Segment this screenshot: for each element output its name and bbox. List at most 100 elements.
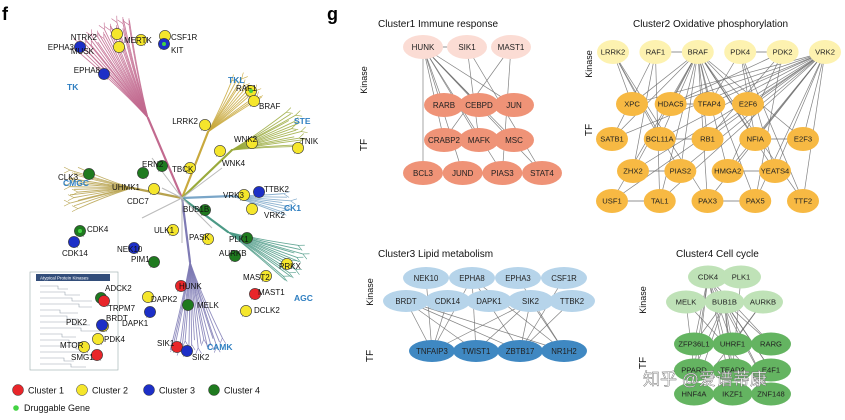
node-c4-tf-e4f1 — [751, 358, 791, 382]
kinase-dot-dclk2 — [240, 305, 252, 317]
node-label-c3-zbtb17: ZBTB17 — [506, 347, 535, 356]
kinase-dot-plk1 — [241, 232, 253, 244]
node-label-c3-nr1h2: NR1H2 — [551, 347, 577, 356]
kinase-label-cdk14: CDK14 — [62, 249, 88, 258]
kinase-label-adck2: ADCK2 — [105, 284, 132, 293]
legend-label-cluster-3: Cluster 3 — [159, 386, 195, 396]
kinase-label-brdt: BRDT — [106, 314, 128, 323]
node-c1-tf-jun — [494, 93, 534, 117]
node-c4-tf-zfp36l1 — [674, 332, 714, 356]
kinase-dot-vrk2 — [246, 203, 258, 215]
node-label-c4-zfp36l1: ZFP36L1 — [678, 340, 709, 349]
node-c2-tf-nfia — [739, 127, 772, 151]
node-label-c1-rarb: RARB — [433, 101, 455, 110]
legend-swatch-cluster-3 — [143, 384, 155, 396]
node-c4-tf-ikzf1 — [712, 382, 753, 406]
node-label-c1-crabp2: CRABP2 — [428, 136, 461, 145]
kinase-axis-label-c3: Kinase — [365, 278, 375, 306]
node-label-c3-twist1: TWIST1 — [462, 347, 491, 356]
kinase-dot-pim1 — [148, 256, 160, 268]
family-label-camk: CAMK — [207, 342, 233, 352]
node-c2-tf-e2f6 — [732, 92, 764, 116]
kinase-label-mtor: MTOR — [60, 341, 84, 350]
node-c4-tf-tead2 — [712, 358, 753, 382]
panel-g-letter: g — [327, 4, 338, 24]
tf-axis-label-c4: TF — [638, 357, 649, 369]
node-label-c3-brdt: BRDT — [395, 297, 416, 306]
kinase-dot-prkx — [281, 258, 293, 270]
kinome-tree-branches — [63, 15, 310, 356]
node-c2-tf-usf1 — [596, 189, 628, 213]
druggable-marker-raf1 — [249, 89, 253, 93]
atypical-box-title: Atypical Protein Kinases — [40, 276, 89, 281]
kinase-label-braf: BRAF — [259, 102, 280, 111]
legend-label-druggable: Druggable Gene — [24, 403, 90, 413]
node-c2-tf-satb1 — [596, 127, 628, 151]
node-label-c4-aurkb: AURKB — [750, 298, 776, 307]
node-c1-tf-cebpd — [459, 93, 499, 117]
node-label-c3-tnfaip3: TNFAIP3 — [416, 347, 448, 356]
kinase-label-kit: KIT — [171, 46, 184, 55]
node-label-c2-e2f3: E2F3 — [794, 135, 812, 144]
legend-label-cluster-4: Cluster 4 — [224, 386, 260, 396]
node-c1-tf-jund — [442, 161, 483, 185]
node-c3-kinase-cdk14 — [424, 290, 471, 312]
family-label-tk: TK — [67, 82, 79, 92]
node-label-c4-ppard: PPARD — [681, 366, 707, 375]
kinase-label-vrk3: VRK3 — [223, 191, 244, 200]
kinase-dots — [68, 28, 304, 361]
kinase-axis-label-c1: Kinase — [359, 66, 369, 94]
kinase-label-epha8: EPHA8 — [74, 66, 101, 75]
kinase-label-mertk: MERTK — [124, 36, 153, 45]
kinase-label-prkx: PRKX — [279, 262, 301, 271]
legend-label-cluster-2: Cluster 2 — [92, 386, 128, 396]
cluster-title-c3: Cluster3 Lipid metabolism — [378, 249, 493, 260]
node-label-c2-pdk2: PDK2 — [773, 48, 793, 57]
kinase-dot-lrrk2 — [199, 119, 211, 131]
kinase-dot-melk — [182, 299, 194, 311]
kinase-label-wnk4: WNK4 — [222, 159, 246, 168]
node-label-c2-bcl11a: BCL11A — [646, 135, 675, 144]
legend-label-cluster-1: Cluster 1 — [28, 386, 64, 396]
node-c1-tf-pias3 — [482, 161, 523, 185]
node-label-c2-e2f6: E2F6 — [739, 100, 757, 109]
node-c1-kinase-hunk — [403, 35, 443, 59]
node-label-c1-jun: JUN — [506, 101, 522, 110]
tf-axis-label-c3: TF — [365, 350, 376, 362]
kinase-label-mast2: MAST2 — [243, 273, 270, 282]
node-label-c3-cdk14: CDK14 — [435, 297, 461, 306]
kinase-label-uhmk1: UHMK1 — [112, 183, 141, 192]
kinase-label-tnik: TNIK — [300, 137, 319, 146]
node-label-c4-hnf4a: HNF4A — [682, 390, 708, 399]
cluster-legend: Cluster 1 Cluster 2 Cluster 3 Cluster 4 Drug… — [12, 384, 260, 413]
kinase-dot-brdt — [96, 319, 108, 331]
node-c3-kinase-dapk1 — [466, 290, 512, 312]
druggable-marker-kit — [162, 42, 166, 46]
kinase-axis-label-c4: Kinase — [638, 286, 648, 314]
node-label-c2-pias2: PIAS2 — [670, 167, 692, 176]
family-label-ste: STE — [294, 116, 311, 126]
watermark-text: 知乎 @爱谱蒂康 — [643, 370, 767, 389]
kinase-label-pask: PASK — [189, 233, 210, 242]
node-c2-tf-bcl11a — [643, 127, 676, 151]
node-label-c3-epha8: EPHA8 — [459, 274, 485, 283]
node-c2-kinase-pdk4 — [724, 40, 757, 64]
kinase-dot-musk — [113, 41, 125, 53]
kinase-label-cdk4: CDK4 — [87, 225, 109, 234]
node-label-c1-mafk: MAFK — [468, 136, 491, 145]
node-c1-tf-bcl3 — [403, 161, 443, 185]
kinase-dot-tbck — [184, 162, 196, 174]
kinase-label-dclk2: DCLK2 — [254, 306, 280, 315]
node-label-c2-raf1: RAF1 — [646, 48, 665, 57]
network-nodes — [383, 35, 841, 406]
node-label-c1-cebpd: CEBPD — [465, 101, 493, 110]
node-c2-kinase-vrk2 — [809, 40, 841, 64]
kinase-dot-epha3 — [74, 41, 86, 53]
family-label-ck1: CK1 — [284, 203, 301, 213]
kinase-dot-trpm7 — [98, 295, 110, 307]
node-c2-kinase-raf1 — [639, 40, 672, 64]
kinase-dot-bub1b — [199, 204, 211, 216]
kinase-label-ttbk2: TTBK2 — [264, 185, 289, 194]
